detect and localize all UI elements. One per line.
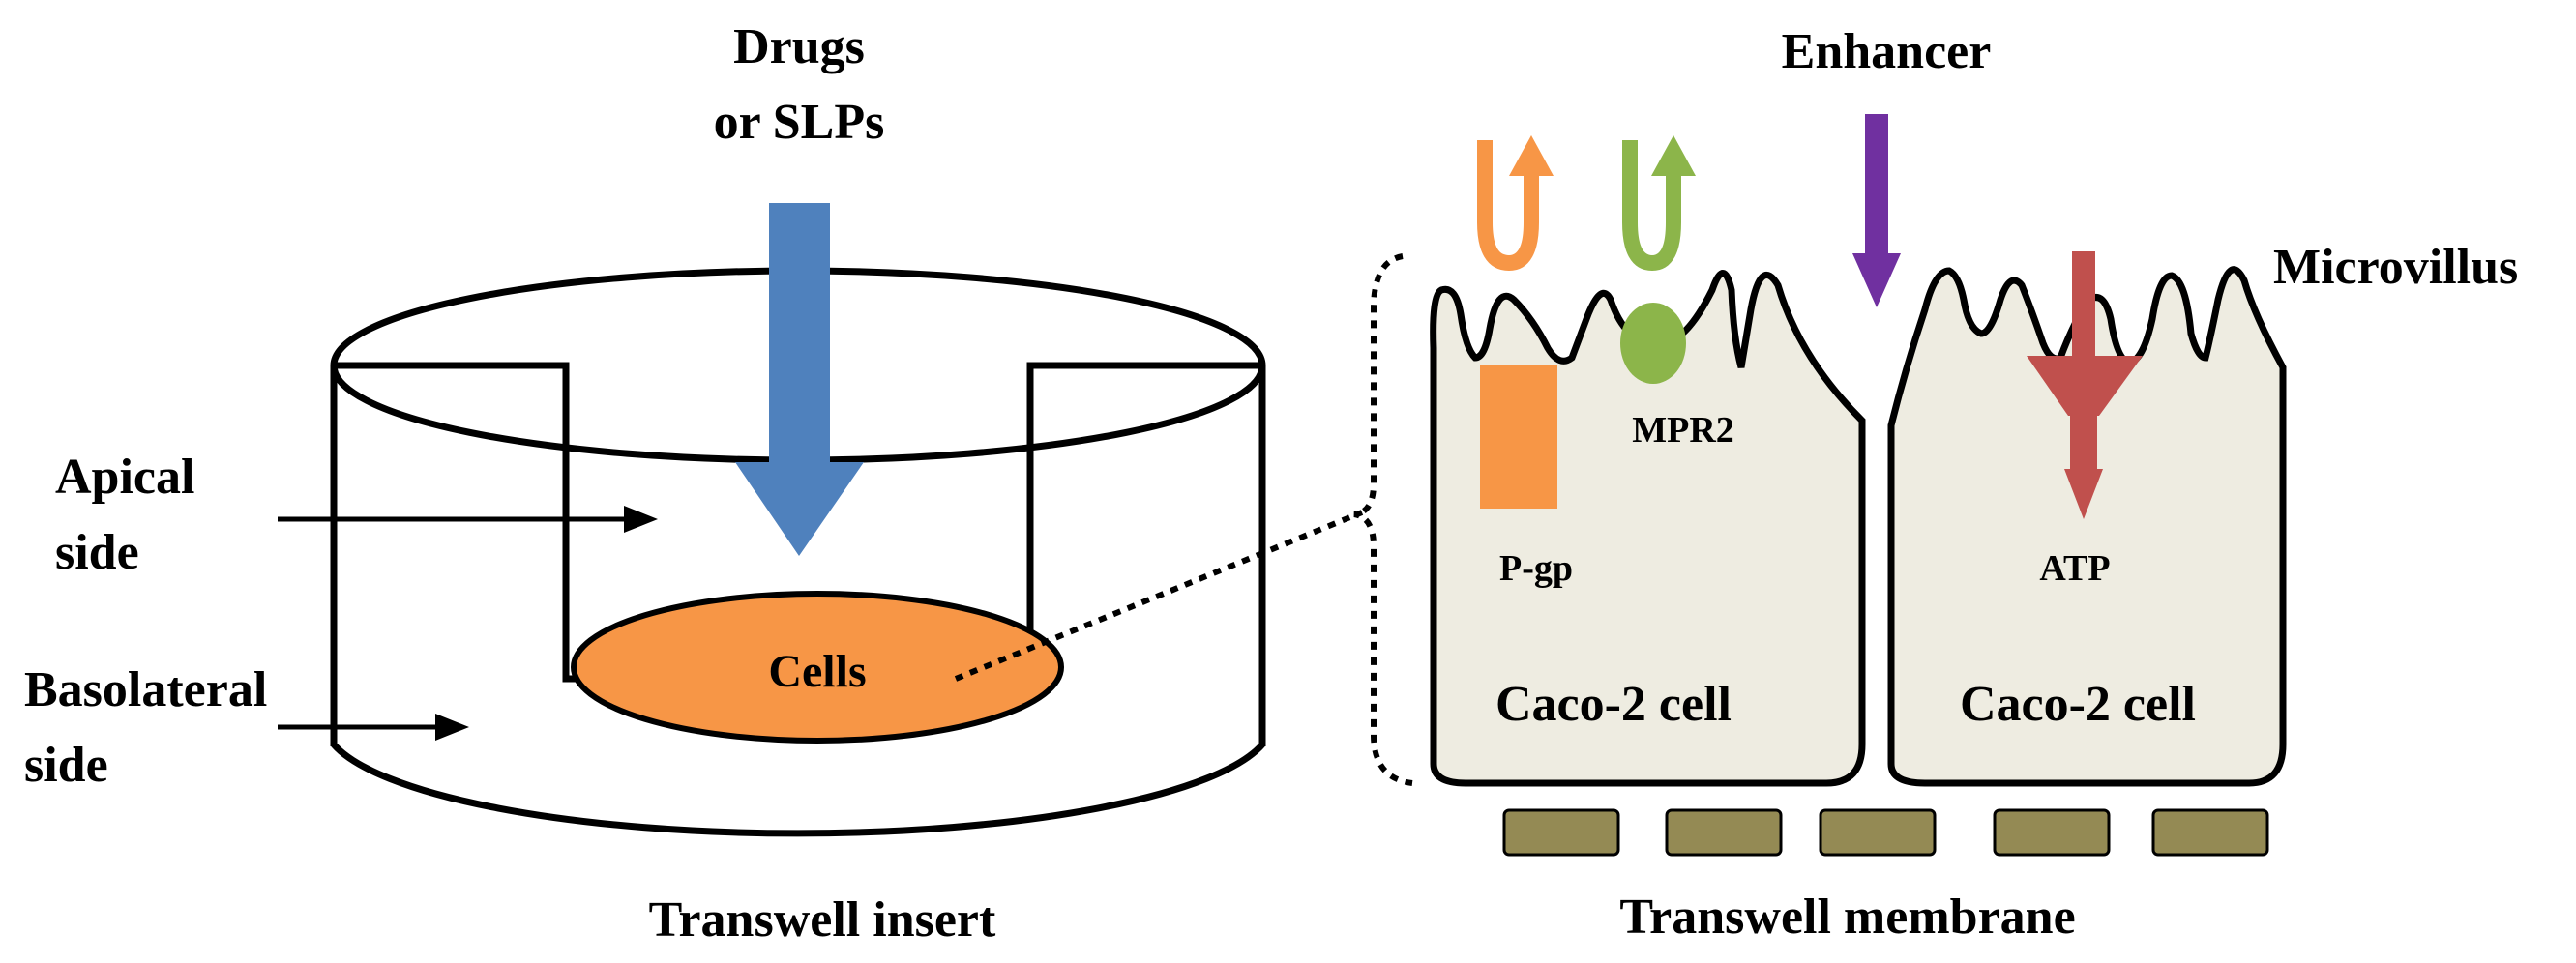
caco2-cell-left-label: Caco-2 cell — [1495, 677, 1732, 732]
basolateral-arrow — [278, 714, 469, 741]
cells-layer — [571, 591, 1064, 744]
caco2-cell-right — [1887, 266, 2287, 787]
pgp-efflux-arrow — [1477, 135, 1554, 272]
transwell-membrane-caption: Transwell membrane — [1619, 890, 2075, 945]
caco2-cell-right-label: Caco-2 cell — [1960, 677, 2196, 732]
membrane-pore — [1502, 808, 1620, 857]
mpr2-efflux-arrow — [1622, 135, 1696, 272]
transwell-membrane-pores — [1502, 808, 2269, 857]
basolateral-label-line1: Basolateral — [24, 662, 267, 717]
transwell-insert-panel: Cells Drugs or SLPs Apical side Basolate… — [24, 19, 1266, 948]
apical-arrow — [278, 506, 658, 533]
membrane-pore — [1993, 808, 2111, 857]
pgp-transporter — [1480, 365, 1557, 509]
basolateral-label-line2: side — [24, 738, 108, 793]
zoom-bracket — [1353, 253, 1413, 786]
apical-label-line2: side — [55, 525, 139, 580]
drugs-label-line2: or SLPs — [714, 95, 885, 150]
membrane-pore — [2151, 808, 2269, 857]
atp-label: ATP — [2039, 548, 2110, 589]
mpr2-transporter — [1620, 303, 1686, 384]
drug-arrow — [735, 203, 864, 556]
well-bottom-rim — [331, 742, 1265, 837]
membrane-pore — [1665, 808, 1783, 857]
caco2-panel: P-gp MPR2 Enhancer ATP Microvillus Caco-… — [1353, 24, 2518, 945]
apical-label-line1: Apical — [55, 450, 194, 505]
transwell-insert-caption: Transwell insert — [649, 892, 996, 948]
zoom-connector — [954, 510, 1364, 682]
enhancer-label: Enhancer — [1782, 24, 1992, 79]
membrane-pore — [1819, 808, 1937, 857]
atp-arrow — [2027, 251, 2143, 519]
mpr2-label: MPR2 — [1632, 410, 1734, 451]
drugs-label-line1: Drugs — [733, 19, 865, 74]
enhancer-arrow — [1852, 114, 1901, 307]
pgp-label: P-gp — [1499, 548, 1573, 589]
cells-label: Cells — [768, 646, 866, 697]
microvillus-label: Microvillus — [2273, 240, 2518, 295]
